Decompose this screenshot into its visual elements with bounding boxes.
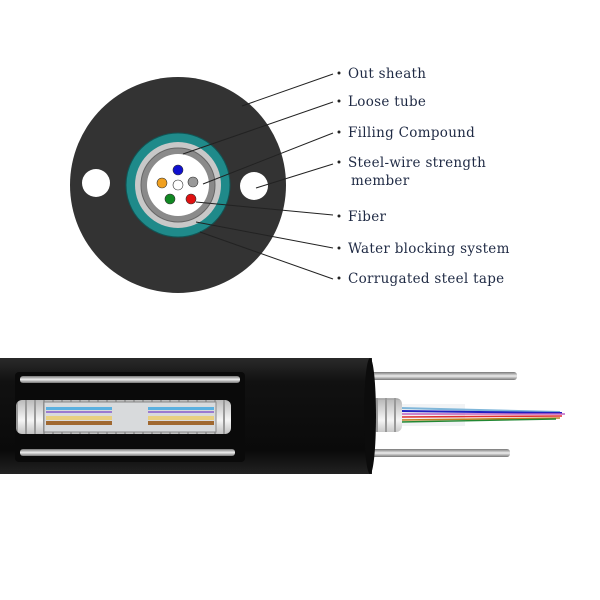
label-loose-tube: Loose tube: [348, 94, 426, 110]
jacket-end: [364, 358, 376, 474]
fiber-blue: [172, 164, 184, 176]
inner-steel-wire-bottom: [20, 449, 235, 456]
inner-fibers: [46, 407, 214, 425]
steel-wire-bottom: [366, 449, 510, 457]
label-out-sheath: Out sheath: [348, 66, 426, 82]
steel-wire-hole-right: [240, 172, 268, 200]
side-view: [0, 358, 565, 474]
fiber-grey: [187, 176, 199, 188]
exposed-fibers: [395, 404, 565, 426]
label-corrugated-steel-tape: Corrugated steel tape: [348, 271, 504, 287]
steel-wire-hole-left: [82, 169, 110, 197]
fiber-white: [172, 179, 184, 191]
label-steel-wire-line2: member: [351, 173, 410, 189]
label-fiber: Fiber: [348, 209, 387, 225]
label-steel-wire: Steel-wire strength: [348, 155, 486, 171]
leader-lines: [182, 73, 334, 280]
steel-wire-top: [366, 372, 517, 380]
fiber-green: [164, 193, 176, 205]
cross-section: [70, 77, 286, 293]
fiber-red: [185, 193, 197, 205]
fiber-orange: [156, 177, 168, 189]
label-water-blocking: Water blocking system: [348, 241, 510, 257]
inner-steel-wire-top: [20, 376, 240, 383]
labels: Out sheath Loose tube Filling Compound S…: [337, 66, 510, 287]
label-filling-compound: Filling Compound: [348, 125, 475, 141]
